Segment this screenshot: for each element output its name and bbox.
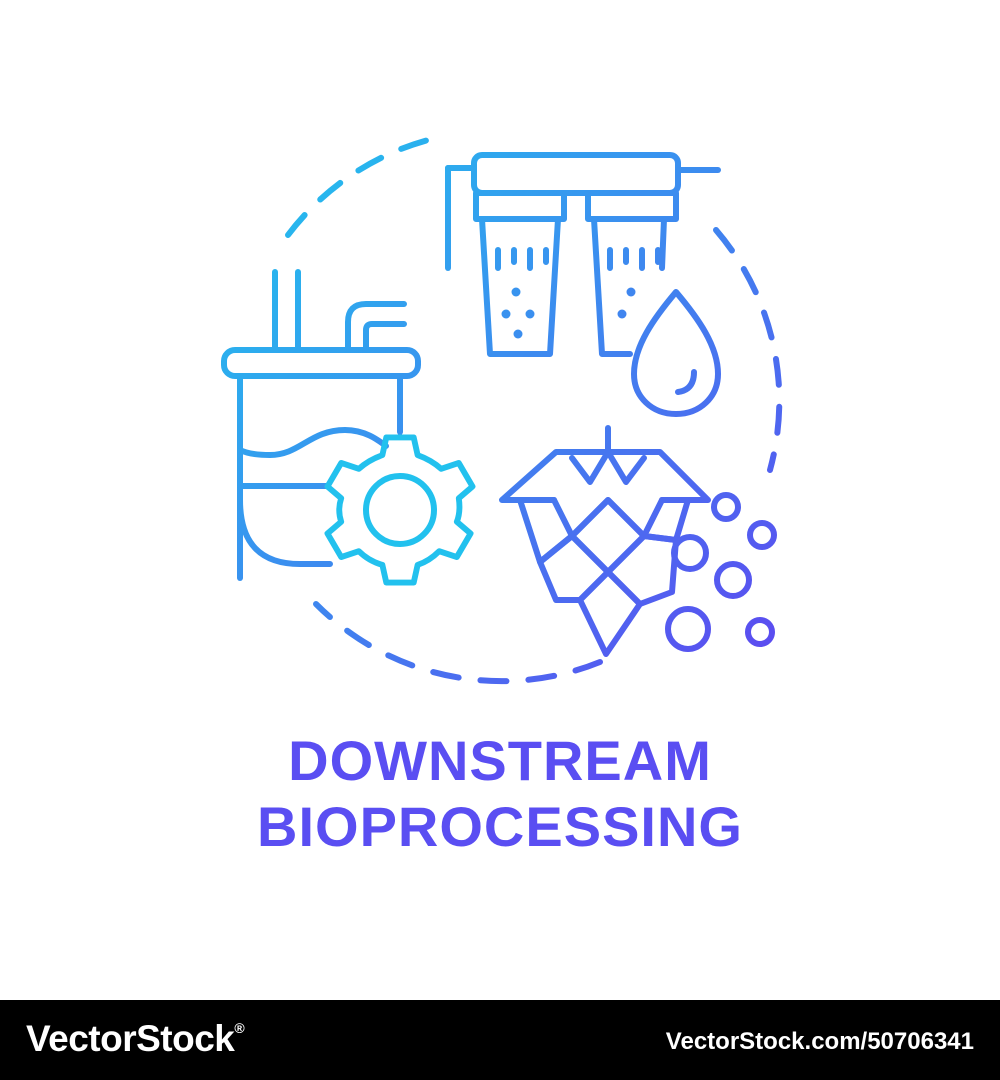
footer-bar: VectorStock® VectorStock.com/50706341 xyxy=(0,1000,1000,1080)
brand-logo: VectorStock® xyxy=(26,1018,245,1060)
page-title: DOWNSTREAM BIOPROCESSING xyxy=(0,728,1000,860)
title-line-1: DOWNSTREAM xyxy=(288,729,712,792)
brand-name: VectorStock xyxy=(26,1018,235,1059)
title-line-2: BIOPROCESSING xyxy=(257,795,743,858)
registered-mark: ® xyxy=(234,1020,245,1036)
bubbles-icon xyxy=(665,492,777,652)
water-drop-icon xyxy=(631,289,721,417)
gear-icon xyxy=(324,434,476,586)
dashed-circle-outline xyxy=(285,134,783,685)
water-filter-icon xyxy=(445,152,721,357)
filter-particles xyxy=(501,287,636,339)
bioreactor-tank-icon xyxy=(221,269,421,581)
downstream-bioprocessing-icon xyxy=(221,134,783,685)
image-id-text: VectorStock.com/50706341 xyxy=(665,1028,974,1055)
hop-cone-icon xyxy=(499,425,711,657)
